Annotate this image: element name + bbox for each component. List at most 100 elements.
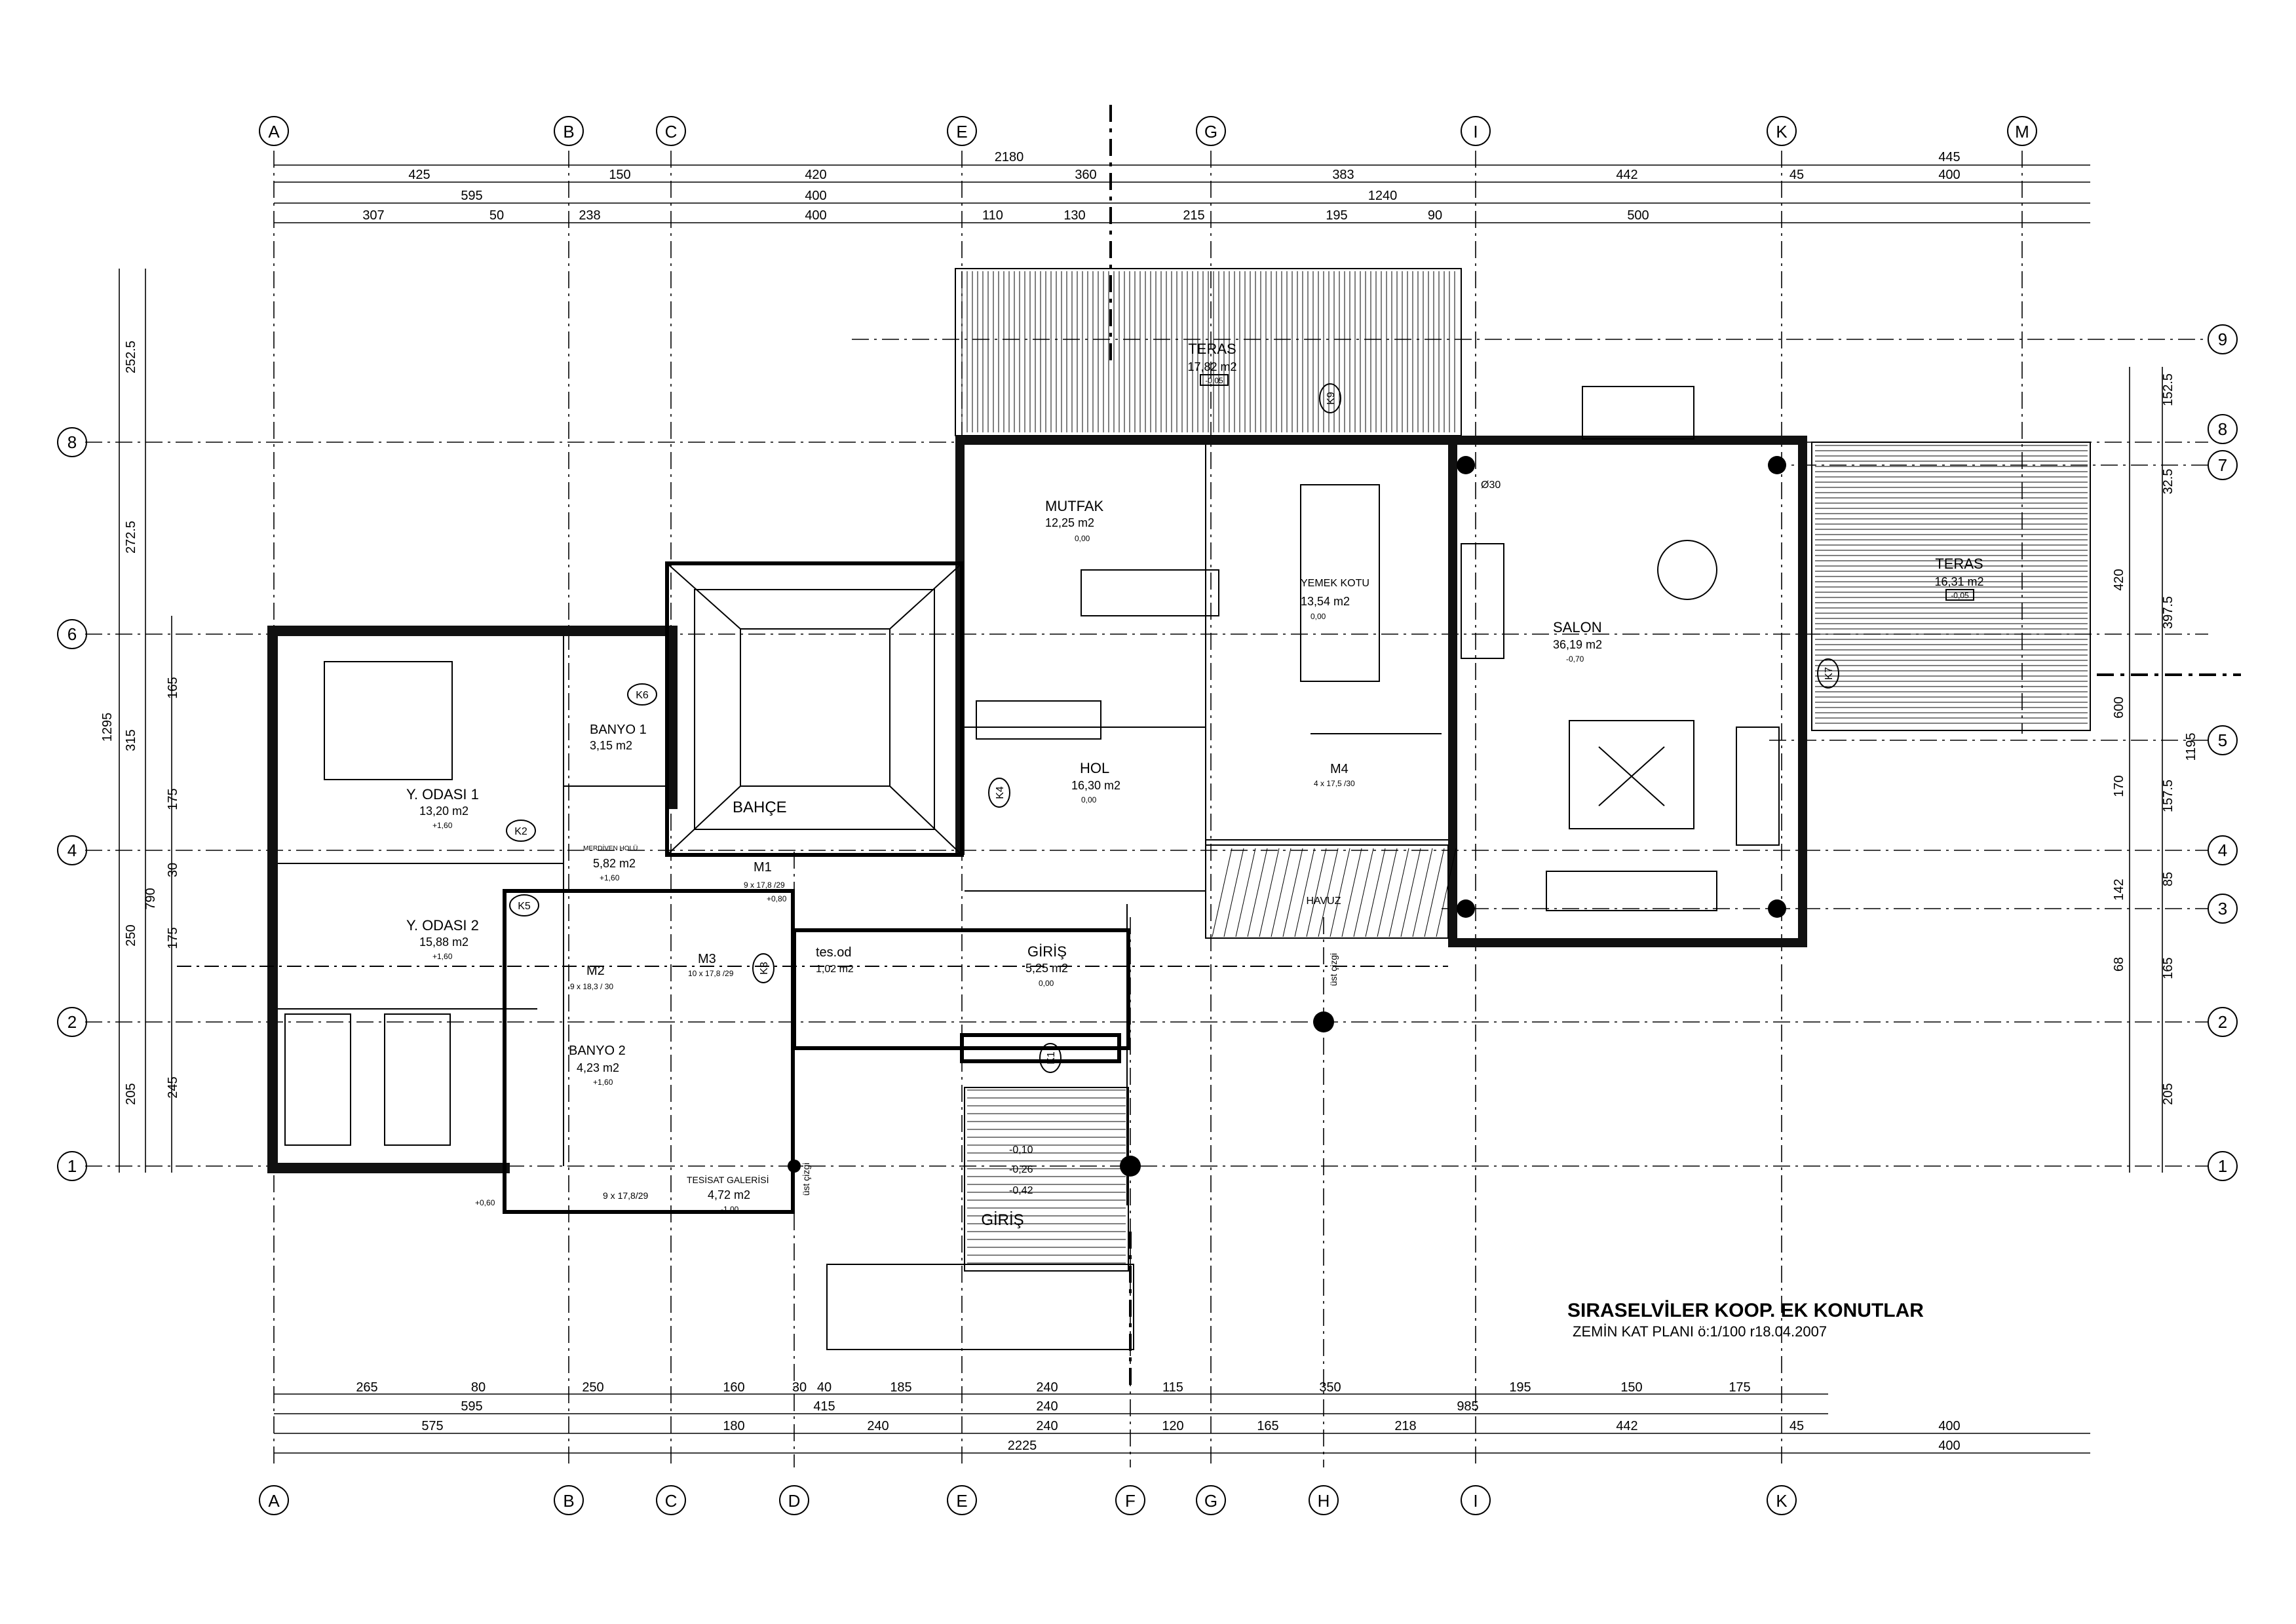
interior-partitions [278, 445, 1448, 1205]
svg-text:K1: K1 [1046, 1051, 1057, 1065]
room-level-teras-top: -0,05 [1205, 376, 1223, 385]
column-marker [1457, 456, 1475, 474]
hatch-line [1318, 848, 1339, 937]
room-level-tesisat: -1,00 [721, 1205, 739, 1214]
dim-top-r2-0: 595 [461, 189, 482, 203]
dim-right-0: 152.5 [2161, 373, 2175, 406]
svg-text:E: E [956, 1491, 967, 1511]
column-marker [1768, 456, 1786, 474]
dim-left-1: 272.5 [124, 521, 138, 554]
room-area-yodasi2: 15,88 m2 [419, 935, 469, 949]
room-area-tesisat: 4,72 m2 [708, 1188, 750, 1201]
hatch-line [1436, 848, 1457, 937]
dim-bot-r1-10: 195 [1509, 1380, 1531, 1395]
dim-bot-r3-5: 165 [1257, 1419, 1278, 1433]
window-tag-k3: K3 [752, 953, 775, 983]
dim-bot-r2-0: 595 [461, 1399, 482, 1414]
hatch-line [1271, 848, 1292, 937]
room-area-teras-right: 16,31 m2 [1934, 575, 1983, 588]
room-area-salon: 36,19 m2 [1553, 638, 1602, 651]
room-label-yodasi2: Y. ODASI 2 [406, 917, 479, 934]
dim-right-in-1: 600 [2112, 696, 2126, 718]
bottom-dimensions: 265 80 250 160 30 40 185 240 115 350 195… [274, 1380, 2090, 1454]
fireplace-icon [1582, 386, 1694, 440]
svg-text:K: K [1776, 122, 1788, 142]
axis-bubble-left-4: 4 [57, 835, 87, 865]
room-area-tesod: 1,02 m2 [816, 964, 854, 975]
room-label-m1: M1 [754, 860, 772, 875]
svg-text:K5: K5 [518, 901, 531, 912]
dim-bot-r1-3: 160 [723, 1380, 744, 1395]
dim-bot-r3-2: 240 [867, 1419, 889, 1433]
svg-text:B: B [563, 122, 574, 142]
window-tag-k5: K5 [509, 894, 539, 916]
dim-top-r2-1: 400 [805, 189, 826, 203]
dim-right-in-4: 142 [2112, 878, 2126, 900]
dim-left-0: 252.5 [124, 341, 138, 373]
section-marks [177, 105, 2241, 1389]
axis-bubble-bottom-f: F [1115, 1485, 1145, 1515]
axis-bubble-top-c: C [656, 116, 686, 146]
room-level-yodasi1: +1,60 [432, 821, 453, 830]
axis-bubble-right-4: 4 [2208, 835, 2238, 865]
svg-text:K7: K7 [1824, 667, 1835, 680]
room-label-giris: GİRİŞ [1027, 943, 1067, 960]
stair-m4: 4 x 17,5 /30 [1314, 779, 1355, 788]
axis-bubble-top-a: A [259, 116, 289, 146]
axis-bubble-bottom-i: I [1461, 1485, 1491, 1515]
axis-bubble-bottom-g: G [1196, 1485, 1226, 1515]
dim-top-r3-4: 110 [982, 208, 1003, 223]
svg-text:8: 8 [2218, 419, 2227, 439]
svg-text:4: 4 [2218, 840, 2227, 860]
room-label-m3: M3 [698, 952, 716, 966]
room-label-banyo2: BANYO 2 [569, 1044, 626, 1058]
dim-bot-r1-5: 40 [817, 1380, 832, 1395]
axis-bubble-bottom-c: C [656, 1485, 686, 1515]
bed-icon [324, 661, 453, 780]
dim-bot-r3-9: 400 [1938, 1419, 1960, 1433]
dim-left-3: 315 [124, 729, 138, 751]
svg-text:3: 3 [2218, 899, 2227, 918]
room-label-giris-outer: GİRİŞ [981, 1211, 1024, 1229]
axis-bubble-right-3: 3 [2208, 894, 2238, 924]
dim-bot-r1-2: 250 [582, 1380, 603, 1395]
svg-text:G: G [1204, 122, 1217, 142]
dim-bot-r3-0: 575 [421, 1419, 443, 1433]
svg-text:D: D [788, 1491, 801, 1511]
room-area-banyo1: 3,15 m2 [590, 739, 632, 752]
sofa-icon [1461, 543, 1504, 659]
axis-bubble-left-6: 6 [57, 619, 87, 649]
level-entry-c: -0,42 [1009, 1185, 1033, 1196]
svg-text:5: 5 [2218, 730, 2227, 750]
room-level-merdiven-holu: +1,60 [600, 873, 620, 882]
svg-text:8: 8 [67, 432, 77, 452]
title-block: SIRASELVİLER KOOP. EK KONUTLAR ZEMİN KAT… [1567, 1300, 1924, 1340]
window-tag-k1: K1 [1039, 1043, 1062, 1073]
kitchen-island-icon [1081, 569, 1219, 616]
hatch-line [1424, 848, 1445, 937]
room-label-yodasi1: Y. ODASI 1 [406, 786, 479, 803]
room-area-banyo2: 4,23 m2 [577, 1061, 619, 1074]
room-label-salon: SALON [1553, 619, 1602, 635]
axis-bubble-top-k: K [1767, 116, 1797, 146]
room-area-giris: 5,25 m2 [1025, 962, 1068, 975]
axis-bubble-bottom-d: D [779, 1485, 809, 1515]
dim-top-r1-2: 420 [805, 168, 826, 182]
dim-left-in-3: 175 [166, 927, 180, 949]
dim-right-in-5: 85 [2161, 872, 2175, 886]
axis-bubble-left-8: 8 [57, 427, 87, 457]
dim-bot-total-right: 400 [1938, 1439, 1960, 1453]
svg-text:B: B [563, 1491, 574, 1511]
window-tag-k9: K9 [1319, 383, 1341, 413]
dim-bot-r2-2: 240 [1036, 1399, 1058, 1414]
hatch-line [1294, 848, 1315, 937]
axis-bubble-bottom-e: E [947, 1485, 977, 1515]
dim-bot-r2-3: 985 [1457, 1399, 1478, 1414]
svg-text:I: I [1473, 1491, 1478, 1511]
svg-text:K6: K6 [636, 690, 649, 701]
room-labels: MUTFAK 12,25 m2 0,00 YEMEK KOTU 13,54 m2… [406, 498, 1602, 1214]
room-level-yodasi2: +1,60 [432, 952, 453, 961]
room-label-tesod: tes.od [816, 945, 851, 960]
note-ust-cizgi-2: üst çizgi [1328, 953, 1339, 987]
svg-text:I: I [1473, 122, 1478, 142]
